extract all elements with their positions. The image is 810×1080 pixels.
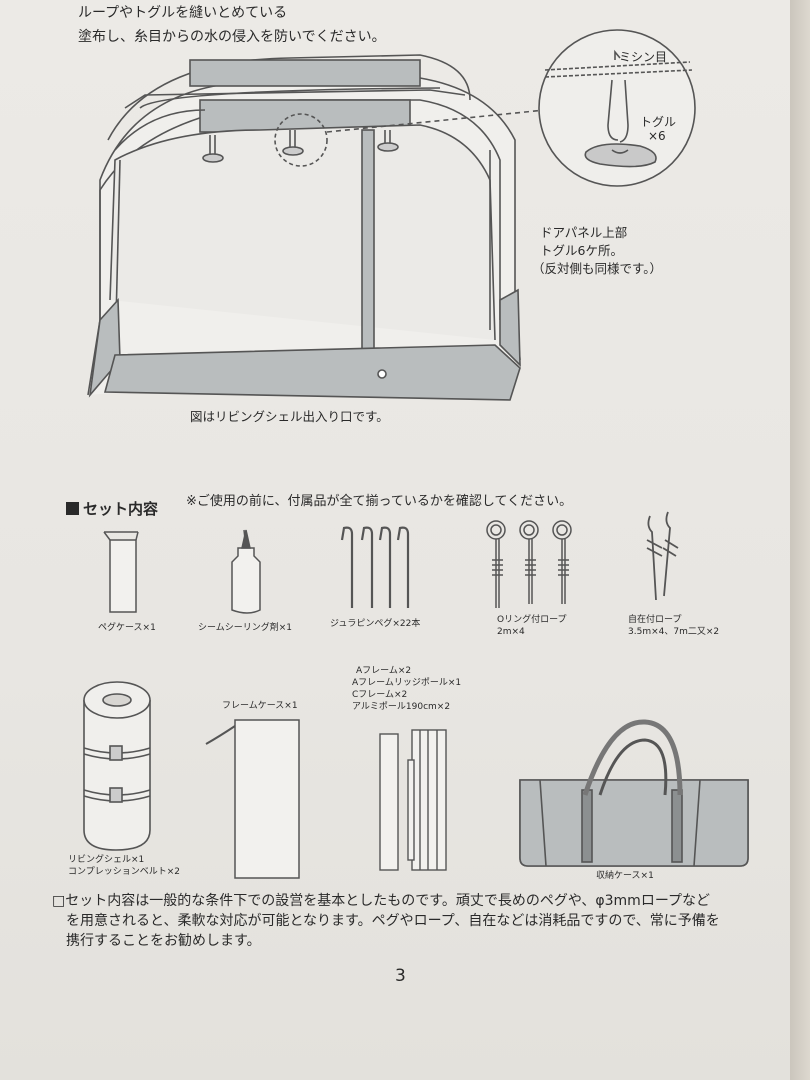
item-label-o-ring-rope-qty: 2m×4 xyxy=(497,627,525,637)
rolled-shell-icon xyxy=(83,681,151,851)
item-label-a-frame: Aフレーム×2 xyxy=(356,666,412,676)
storage-bag-icon xyxy=(519,719,749,867)
item-label-compression-belt: コンプレッションベルト×2 xyxy=(68,867,180,877)
item-label-o-ring-rope: Oリング付ロープ xyxy=(497,615,567,625)
page-number: 3 xyxy=(395,966,406,986)
footer-note-line-1: □セット内容は一般的な条件下での設営を基本としたものです。頑丈で長めのペグや、φ… xyxy=(52,893,710,909)
door-note-line-1: ドアパネル上部 xyxy=(540,225,628,240)
item-label-peg-case: ペグケース×1 xyxy=(98,623,156,633)
toggle-detail-circle xyxy=(538,29,696,187)
toggle-callout: トグル xyxy=(640,115,677,129)
footer-note-line-3: 携行することをお勧めします。 xyxy=(66,933,261,949)
tent-illustration xyxy=(87,54,546,401)
item-label-alu-pole: アルミポール190cm×2 xyxy=(352,702,451,712)
intro-line-2: 塗布し、糸目からの水の侵入を防いでください。 xyxy=(78,29,386,45)
item-label-storage-bag: 収納ケース×1 xyxy=(596,871,654,881)
door-note-line-2: トグル6ケ所。 xyxy=(540,243,623,258)
set-contents-heading-text: セット内容 xyxy=(83,500,159,518)
tensioner-rope-icon xyxy=(646,511,679,601)
peg-case-icon xyxy=(103,531,139,613)
item-label-shell: リビングシェル×1 xyxy=(68,855,145,865)
item-label-seam-sealant: シームシーリング剤×1 xyxy=(198,623,292,633)
toggle-count-callout: ×6 xyxy=(648,129,666,143)
item-label-tensioner-rope-qty: 3.5m×4、7m二又×2 xyxy=(628,627,720,637)
diagram-caption: 図はリビングシェル出入り口です。 xyxy=(190,409,389,424)
footer-note-line-2: を用意されると、柔軟な対応が可能となります。ペグやロープ、自在などは消耗品ですの… xyxy=(66,913,720,929)
seam-callout: ミシン目 xyxy=(619,50,668,64)
item-label-c-frame: Cフレーム×2 xyxy=(352,690,408,700)
duralumin-peg-icon xyxy=(340,526,410,608)
o-ring-rope-icon xyxy=(486,520,572,608)
item-label-tensioner-rope: 自在付ロープ xyxy=(628,615,682,625)
item-label-ridge-pole: Aフレームリッジポール×1 xyxy=(352,678,462,688)
door-note-line-3: （反対側も同様です。） xyxy=(532,261,663,276)
item-label-frame-case: フレームケース×1 xyxy=(222,701,298,711)
heading-square-icon xyxy=(66,502,79,515)
frame-poles-icon xyxy=(379,729,447,871)
seam-sealant-bottle-icon xyxy=(231,529,261,614)
item-label-pegs: ジュラピンペグ×22本 xyxy=(330,619,421,629)
set-contents-note: ※ご使用の前に、付属品が全て揃っているかを確認してください。 xyxy=(186,494,573,509)
page-edge xyxy=(790,0,810,1080)
frame-case-icon xyxy=(205,719,300,879)
intro-line-1: ループやトグルを縫いとめている xyxy=(78,5,288,21)
set-contents-heading: セット内容 xyxy=(66,498,158,519)
